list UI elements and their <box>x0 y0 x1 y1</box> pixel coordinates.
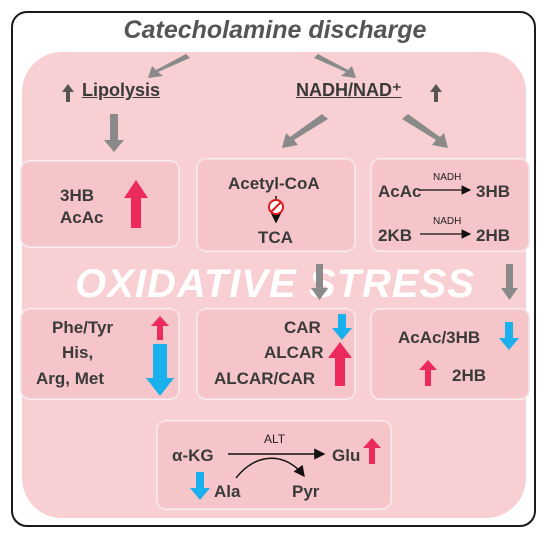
flow-arrow-redox-down <box>501 264 518 300</box>
redox-r2-enzyme: NADH <box>433 216 462 227</box>
ketone-up-arrow-icon <box>124 180 148 228</box>
alt-glu: Glu <box>332 446 361 465</box>
carnitine-car: CAR <box>284 318 321 337</box>
acac-3hb-down-arrow-icon <box>499 322 519 350</box>
flow-arrow-lipolysis-down <box>104 114 124 152</box>
redox-r1-left: AcAc <box>378 182 422 201</box>
oxidative-stress-banner: OXIDATIVE STRESS <box>75 262 475 306</box>
flow-arrow-to-nadh <box>314 54 356 78</box>
his-arg-met-down-arrow-icon <box>146 344 174 396</box>
redox-r2-left: 2KB <box>378 226 413 245</box>
amino-phe-tyr: Phe/Tyr <box>52 318 114 337</box>
alt-curved-arrow <box>235 457 305 479</box>
alt-alpha-kg: α-KG <box>172 446 214 465</box>
ratio-box <box>370 308 530 400</box>
ketone-box <box>20 160 180 248</box>
tca-blocked-arrow-icon <box>268 196 284 224</box>
redox-r1-enzyme: NADH <box>433 172 462 183</box>
amino-his: His, <box>62 343 94 362</box>
redox-r1-right: 3HB <box>476 182 511 201</box>
flow-arrow-to-lipolysis <box>148 54 190 78</box>
alt-ala: Ala <box>214 482 241 501</box>
ketone-3hb: 3HB <box>60 186 95 205</box>
car-down-arrow-icon <box>332 314 352 340</box>
glu-up-arrow-icon <box>363 438 381 464</box>
ketone-acac: AcAc <box>60 208 104 227</box>
tca-label: TCA <box>258 228 293 247</box>
flow-arrow-nadh-left <box>282 114 328 148</box>
nadh-nad-label: NADH/NAD⁺ <box>296 80 402 100</box>
ratio-2hb: 2HB <box>452 366 487 385</box>
carnitine-alcar: ALCAR <box>264 343 324 362</box>
2hb-up-arrow-icon <box>419 360 437 386</box>
lipolysis-up-icon <box>62 84 74 102</box>
acetyl-coa-label: Acetyl-CoA <box>228 174 320 193</box>
diagram-title: Catecholamine discharge <box>123 16 427 44</box>
carnitine-alcar-car: ALCAR/CAR <box>214 369 316 388</box>
redox-box <box>370 158 530 252</box>
redox-r2-right: 2HB <box>476 226 511 245</box>
phe-tyr-up-arrow-icon <box>151 316 169 340</box>
alcar-up-arrow-icon <box>328 342 352 386</box>
ala-down-arrow-icon <box>190 472 210 500</box>
lipolysis-label: Lipolysis <box>82 80 161 100</box>
nadh-up-icon <box>430 84 442 102</box>
alt-pyr: Pyr <box>292 482 320 501</box>
flow-arrow-nadh-right <box>402 114 448 148</box>
alt-enzyme-label: ALT <box>264 432 286 446</box>
carnitine-box <box>196 308 356 400</box>
ratio-acac-3hb: AcAc/3HB <box>398 328 481 347</box>
flow-arrow-tca-down <box>311 264 328 300</box>
amino-arg-met: Arg, Met <box>36 369 104 388</box>
alt-box <box>156 420 392 510</box>
